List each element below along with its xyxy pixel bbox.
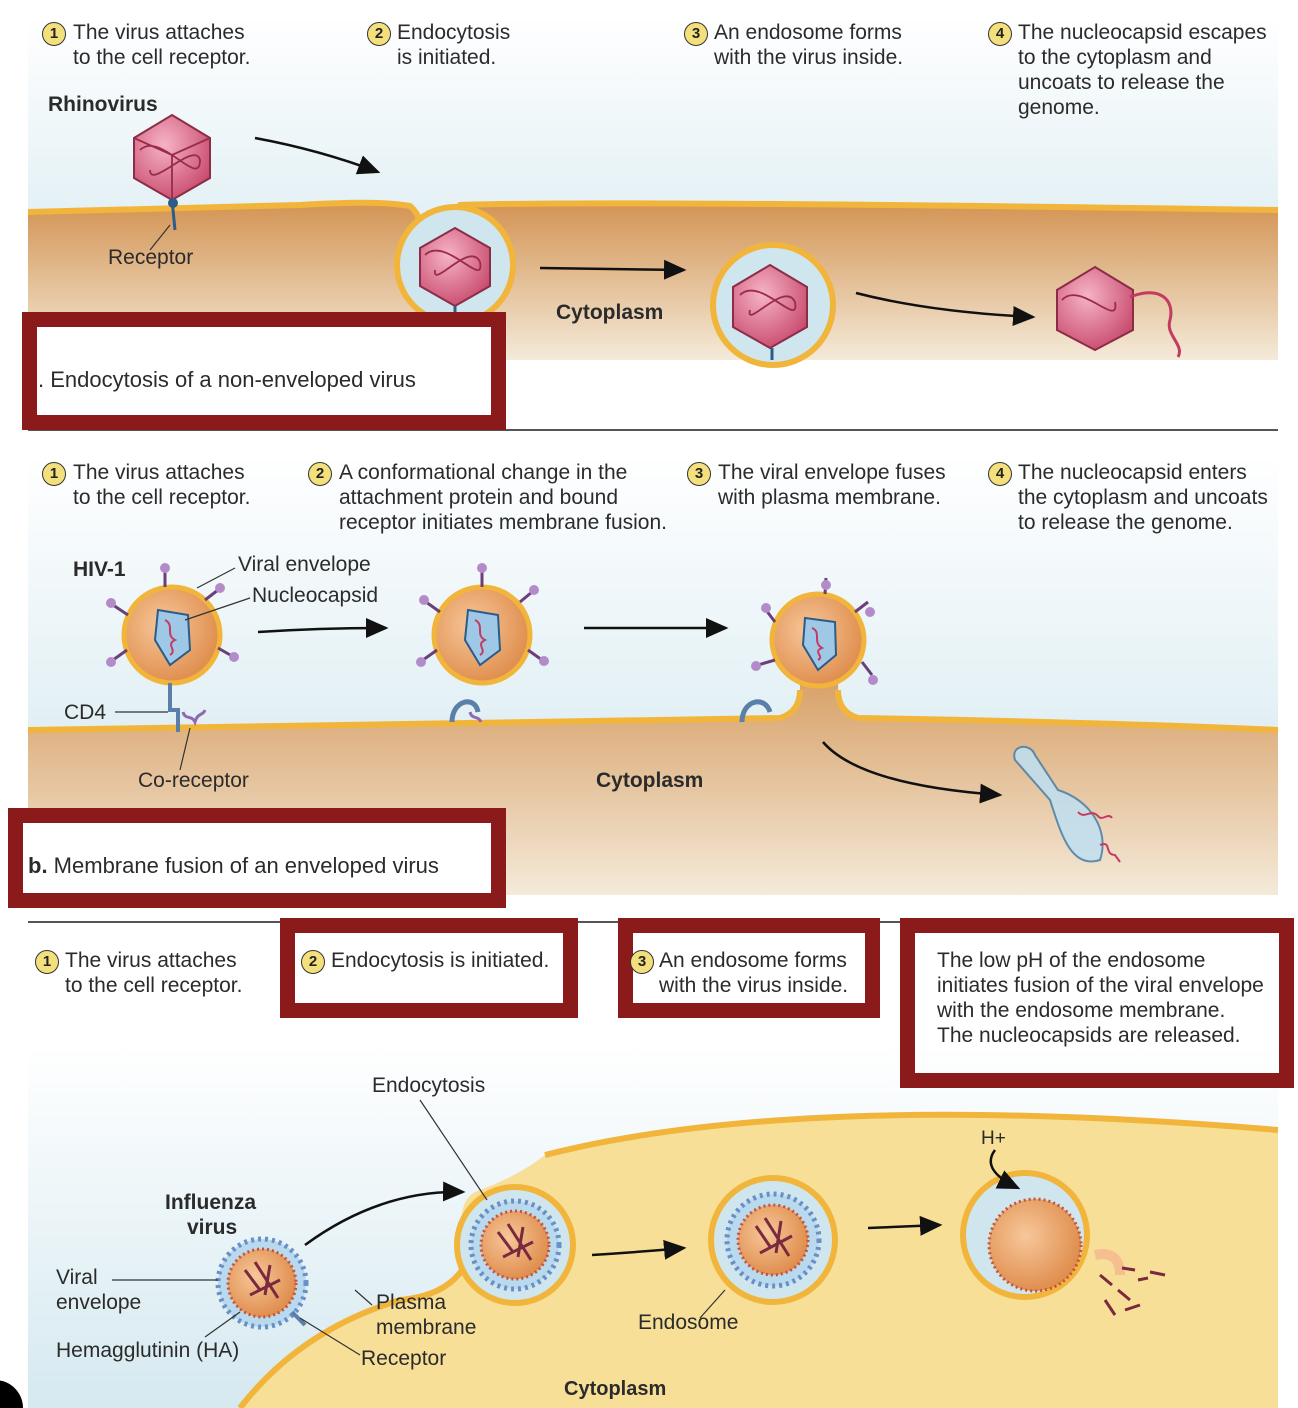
panel-a-receptor-label: Receptor (108, 246, 194, 269)
endocytosis-label: Endocytosis (372, 1074, 486, 1097)
influenza-endosome (708, 1175, 838, 1305)
panel-b-step-1-line-2: to the cell receptor. (73, 486, 251, 509)
panel-a-released-capsid (1056, 265, 1134, 352)
plasma-membrane-label-line-1: Plasma (376, 1291, 447, 1314)
hiv-released-nucleocapsid (1013, 745, 1104, 863)
panel-c-step-3-line-1: An endosome forms (659, 949, 847, 972)
panel-c-step-1-line-1: The virus attaches (65, 949, 237, 972)
panel-a-step-2-number: 2 (367, 22, 391, 46)
panel-b-step-2-line-1: A conformational change in the (339, 461, 628, 484)
influenza-fusion-endosome (960, 1170, 1166, 1316)
panel-a-step-4-line-1: The nucleocapsid escapes (1018, 21, 1267, 44)
cd4-label: CD4 (64, 701, 107, 724)
hiv-virus-attached (106, 563, 239, 732)
panel-a-step-4-line-4: genome. (1018, 96, 1100, 119)
panel-c-step-2-line-1: Endocytosis is initiated. (331, 949, 550, 972)
panel-b-step-3-line-2: with plasma membrane. (718, 486, 941, 509)
panel-b-step-4-line-1: The nucleocapsid enters (1018, 461, 1247, 484)
hiv-virus-fusing (739, 577, 878, 723)
plasma-membrane-label-line-2: membrane (376, 1316, 477, 1339)
panel-a-step-4-line-2: to the cytoplasm and (1018, 46, 1212, 69)
panel-b-step-3-line-1: The viral envelope fuses (718, 461, 946, 484)
viral-envelope-label-line-1: Viral (56, 1266, 98, 1289)
rhinovirus-label: Rhinovirus (48, 93, 158, 116)
panel-b-step-4-number: 4 (988, 462, 1012, 486)
nucleocapsid-label: Nucleocapsid (252, 584, 379, 607)
viral-envelope-label-line-2: envelope (56, 1291, 142, 1314)
panel-b-caption-letter: b. (28, 853, 48, 878)
panel-b-step-3-number: 3 (687, 462, 711, 486)
corner-artifact (0, 1380, 23, 1408)
panel-a-cytoplasm-label: Cytoplasm (556, 301, 664, 324)
highlight-box-panel-a-caption (22, 312, 506, 430)
panel-a-step-1-line-1: The virus attaches (73, 21, 245, 44)
panel-a-step-4-number: 4 (988, 22, 1012, 46)
highlight-box-panel-c-step-2 (280, 918, 578, 1018)
coreceptor-label: Co-receptor (138, 769, 249, 792)
proton-label: H+ (981, 1128, 1006, 1149)
panel-a-step-2-line-1: Endocytosis (397, 21, 511, 44)
influenza-virus-outside (215, 1236, 309, 1330)
panel-a-step-3-number: 3 (684, 22, 708, 46)
panel-a-genome (1129, 291, 1181, 358)
panel-c-step-2-number: 2 (301, 950, 325, 974)
hiv-label: HIV-1 (73, 558, 126, 581)
highlight-box-panel-c-step-3 (618, 918, 880, 1018)
panel-c-step-4-line-4: The nucleocapsids are released. (937, 1024, 1241, 1047)
panel-c-step-4-line-3: with the endosome membrane. (937, 999, 1226, 1022)
panel-a-caption: . Endocytosis of a non-enveloped virus (38, 367, 416, 392)
panel-c-step-1-line-2: to the cell receptor. (65, 974, 243, 997)
panel-b-step-2-line-3: receptor initiates membrane fusion. (339, 511, 667, 534)
hemagglutinin-label: Hemagglutinin (HA) (56, 1339, 240, 1362)
panel-b-step-2-line-2: attachment protein and bound (339, 486, 619, 509)
influenza-endocytosis-pit (454, 1184, 576, 1306)
panel-a-step-2-line-2: is initiated. (397, 46, 497, 69)
panel-b-step-4-line-3: to release the genome. (1018, 511, 1233, 534)
hiv-virus-conformational-change (416, 563, 549, 723)
panel-c-step-4-line-2: initiates fusion of the viral envelope (937, 974, 1264, 997)
endosome-label: Endosome (638, 1311, 739, 1334)
panel-b-step-2-number: 2 (308, 462, 332, 486)
influenza-label-line-2: virus (187, 1216, 238, 1239)
panel-b-cytoplasm-label: Cytoplasm (596, 769, 704, 792)
panel-c-step-3-line-2: with the virus inside. (659, 974, 849, 997)
highlight-box-panel-b-caption (8, 808, 506, 908)
panel-a-step-3-line-2: with the virus inside. (714, 46, 904, 69)
panel-c-receptor-label: Receptor (361, 1347, 447, 1370)
panel-a-step-3-line-1: An endosome forms (714, 21, 902, 44)
panel-b-step-1-number: 1 (42, 462, 66, 486)
panel-b-step-1-line-1: The virus attaches (73, 461, 245, 484)
panel-a-step-1-number: 1 (42, 22, 66, 46)
panel-a-step-4-line-3: uncoats to release the (1018, 71, 1225, 94)
viral-envelope-label: Viral envelope (238, 553, 371, 576)
panel-b-caption-text: Membrane fusion of an enveloped virus (47, 853, 439, 878)
influenza-label-line-1: Influenza (165, 1191, 257, 1214)
highlight-box-panel-c-step-4 (900, 918, 1294, 1088)
panel-c-step-3-number: 3 (630, 950, 654, 974)
panel-c-cytoplasm-label: Cytoplasm (564, 1378, 667, 1400)
panel-b-step-4-line-2: the cytoplasm and uncoats (1018, 486, 1268, 509)
panel-c-step-1-number: 1 (35, 950, 59, 974)
panel-a-step-1-line-2: to the cell receptor. (73, 46, 251, 69)
panel-b-caption: b. Membrane fusion of an enveloped virus (28, 853, 439, 878)
panel-c-step-4-line-1: The low pH of the endosome (937, 949, 1206, 972)
